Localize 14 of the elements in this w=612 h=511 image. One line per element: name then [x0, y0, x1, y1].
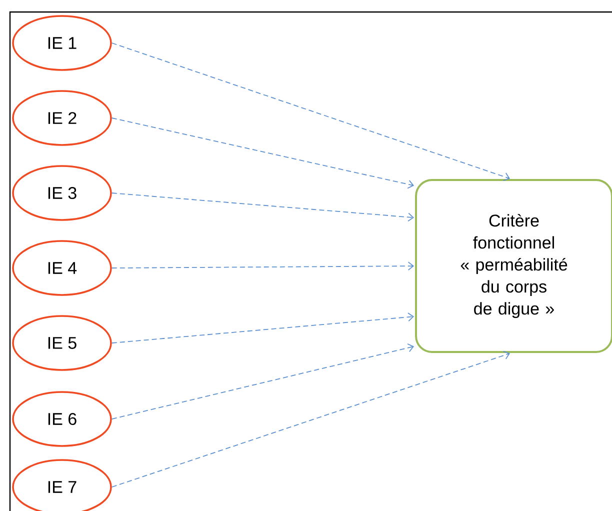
arrow	[111, 343, 414, 420]
arrow	[111, 192, 414, 222]
arrow	[111, 312, 414, 344]
arrow	[111, 262, 414, 270]
ellipse-node: IE 3	[12, 165, 112, 221]
ellipse-node: IE 1	[12, 15, 112, 71]
ellipse-node: IE 2	[12, 90, 112, 146]
criterion-box: Critère fonctionnel « perméabilité du corps de digue »	[415, 179, 612, 353]
arrow	[111, 42, 510, 182]
arrow	[111, 118, 414, 189]
arrow	[111, 350, 510, 488]
ellipse-node: IE 4	[12, 240, 112, 296]
ellipse-node: IE 5	[12, 315, 112, 371]
ellipse-node: IE 6	[12, 391, 112, 447]
